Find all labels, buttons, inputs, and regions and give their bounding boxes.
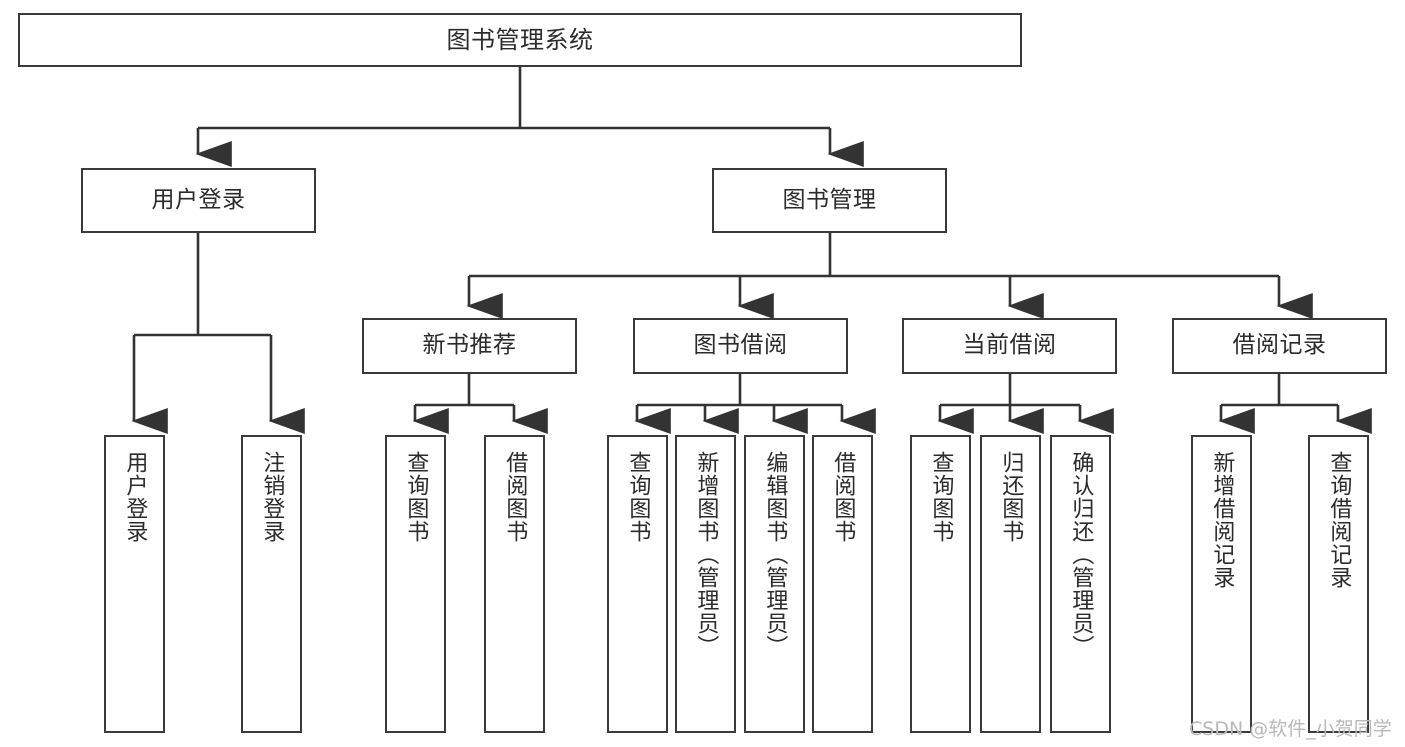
node-label: 新增借阅记录 [1209, 451, 1235, 589]
leaf-user-login[interactable]: 用户登录 [104, 435, 165, 733]
node-label: 图书管理系统 [446, 25, 594, 54]
leaf-query-book-current[interactable]: 查询图书 [910, 435, 971, 733]
node-root-book-management-system[interactable]: 图书管理系统 [18, 13, 1022, 67]
leaf-borrow-book-recommend[interactable]: 借阅图书 [484, 435, 545, 733]
node-label: 新书推荐 [422, 332, 517, 359]
node-label: 查询借阅记录 [1326, 451, 1352, 589]
leaf-query-borrow-record[interactable]: 查询借阅记录 [1308, 435, 1369, 733]
node-label: 借阅图书 [502, 451, 528, 543]
node-new-book-recommend[interactable]: 新书推荐 [362, 318, 577, 374]
node-label: 新增图书（管理员） [693, 451, 719, 658]
node-label: 借阅记录 [1232, 332, 1327, 359]
node-label: 查询图书 [403, 451, 429, 543]
node-label: 图书管理 [782, 186, 877, 213]
leaf-confirm-return-admin[interactable]: 确认归还（管理员） [1050, 435, 1111, 733]
node-label: 图书借阅 [693, 332, 788, 359]
node-label: 查询图书 [625, 451, 651, 543]
node-label: 借阅图书 [830, 451, 856, 543]
leaf-borrow-book[interactable]: 借阅图书 [812, 435, 873, 733]
node-label: 归还图书 [998, 451, 1024, 543]
leaf-add-borrow-record[interactable]: 新增借阅记录 [1191, 435, 1252, 733]
node-label: 确认归还（管理员） [1068, 451, 1094, 658]
node-label: 查询图书 [928, 451, 954, 543]
node-label: 用户登录 [151, 186, 246, 213]
node-current-borrow[interactable]: 当前借阅 [902, 318, 1117, 374]
node-label: 注销登录 [259, 451, 285, 543]
node-label: 当前借阅 [962, 332, 1057, 359]
leaf-logout-login[interactable]: 注销登录 [241, 435, 302, 733]
node-label: 编辑图书（管理员） [762, 451, 788, 658]
leaf-query-book-borrow[interactable]: 查询图书 [607, 435, 668, 733]
leaf-add-book-admin[interactable]: 新增图书（管理员） [675, 435, 736, 733]
leaf-edit-book-admin[interactable]: 编辑图书（管理员） [744, 435, 805, 733]
leaf-query-book-recommend[interactable]: 查询图书 [385, 435, 446, 733]
node-user-login[interactable]: 用户登录 [81, 168, 316, 233]
node-borrow-record[interactable]: 借阅记录 [1172, 318, 1387, 374]
node-book-borrow[interactable]: 图书借阅 [633, 318, 848, 374]
node-book-management[interactable]: 图书管理 [712, 168, 947, 233]
leaf-return-book[interactable]: 归还图书 [980, 435, 1041, 733]
csdn-watermark: CSDN @软件_小贺同学 [1189, 718, 1392, 740]
node-label: 用户登录 [122, 451, 148, 543]
